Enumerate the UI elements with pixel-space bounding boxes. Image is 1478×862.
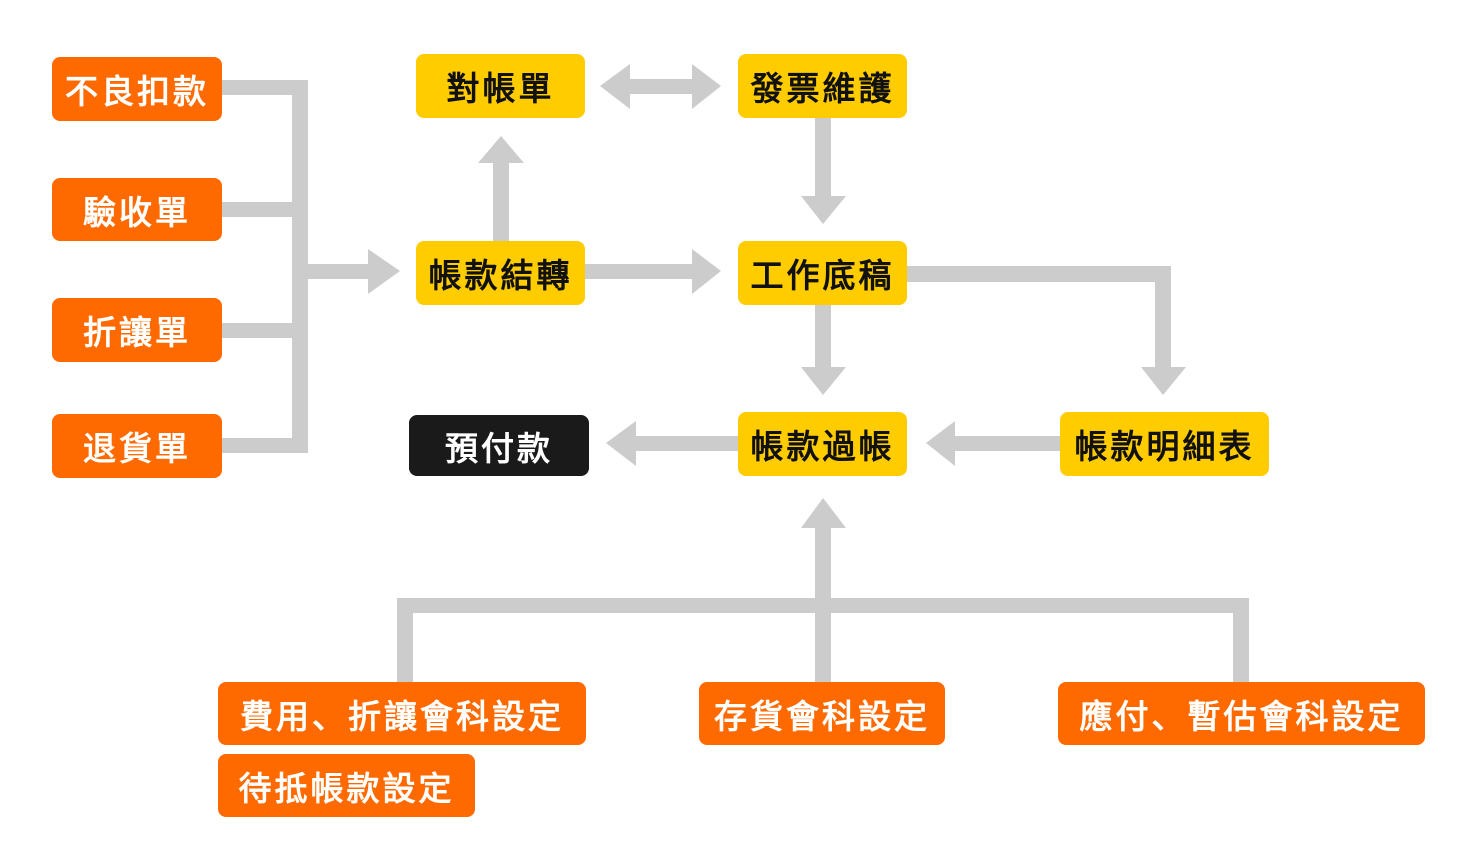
- connector-settings-left: [397, 598, 413, 683]
- arrowhead-down: [801, 367, 846, 395]
- arrowhead-left: [606, 421, 636, 466]
- connector-bus-to-transfer: [308, 264, 370, 279]
- connector-detail-drop: [1155, 266, 1171, 370]
- node-ap-detail: 帳款明細表: [1060, 412, 1269, 476]
- connector-bad-deduction: [220, 80, 308, 95]
- connector-left-bus: [292, 80, 308, 453]
- arrowhead-right: [692, 249, 721, 294]
- node-receiving: 驗收單: [52, 178, 222, 241]
- node-inventory-settings: 存貨會科設定: [699, 682, 945, 745]
- arrowhead-down: [1141, 367, 1186, 395]
- node-ap-posting: 帳款過帳: [738, 412, 907, 476]
- connector-return: [220, 438, 308, 453]
- node-ap-transfer: 帳款結轉: [416, 241, 585, 305]
- connector-receiving: [220, 202, 308, 217]
- arrowhead-left: [600, 64, 630, 109]
- connector-settings-center: [815, 525, 831, 683]
- connector-discount: [220, 323, 308, 338]
- connector-reconciliation-invoice: [628, 79, 694, 94]
- connector-posting-to-prepayment: [633, 436, 739, 451]
- node-payable-estimate-settings: 應付、暫估會科設定: [1058, 682, 1425, 745]
- node-discount: 折讓單: [52, 298, 222, 362]
- node-invoice-maintenance: 發票維護: [738, 54, 907, 118]
- arrowhead-right: [368, 249, 400, 294]
- arrowhead-up: [478, 136, 524, 163]
- connector-transfer-to-worksheet: [585, 264, 695, 279]
- node-return: 退貨單: [52, 414, 222, 478]
- node-reconciliation: 對帳單: [416, 54, 585, 118]
- arrowhead-right: [692, 64, 721, 109]
- node-bad-deduction: 不良扣款: [52, 57, 222, 121]
- arrowhead-down: [801, 196, 846, 224]
- node-pending-offset-settings: 待抵帳款設定: [218, 754, 475, 817]
- arrowhead-up: [801, 498, 846, 528]
- connector-invoice-to-worksheet: [815, 118, 831, 196]
- arrowhead-left: [926, 421, 955, 466]
- node-prepayment: 預付款: [409, 415, 589, 476]
- connector-transfer-to-reconciliation: [493, 160, 509, 242]
- node-expense-discount-settings: 費用、折讓會科設定: [218, 682, 586, 745]
- connector-settings-right: [1233, 598, 1249, 683]
- connector-worksheet-to-posting: [815, 305, 831, 367]
- connector-worksheet-to-detail: [905, 266, 1170, 282]
- connector-detail-to-posting: [952, 436, 1062, 451]
- node-worksheet: 工作底稿: [738, 241, 907, 305]
